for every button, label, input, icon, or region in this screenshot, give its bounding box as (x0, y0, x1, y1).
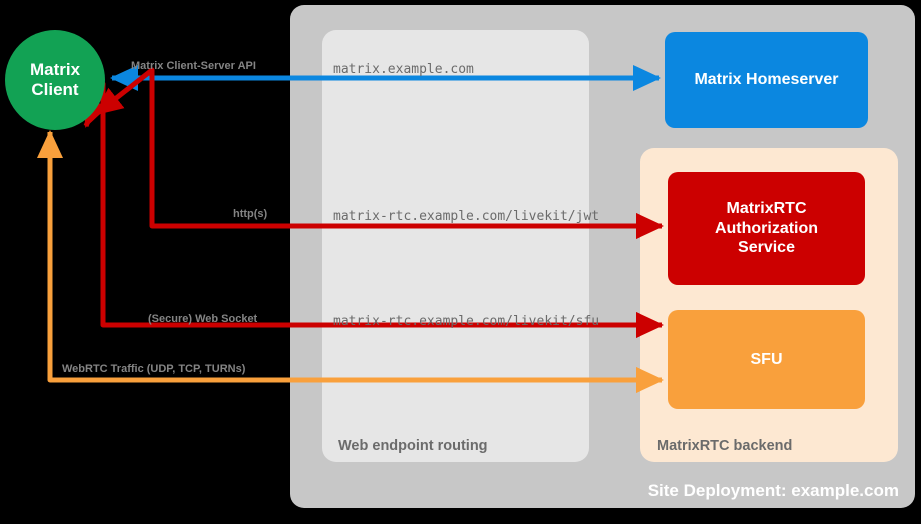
node-matrix-homeserver-label: Matrix Homeserver (694, 71, 839, 89)
edge-label-client-server-api: Matrix Client-Server API (131, 60, 256, 72)
endpoint-matrix-example-com: matrix.example.com (333, 62, 474, 77)
node-matrix-client-line2: Client (31, 80, 79, 99)
node-matrix-client-line1: Matrix (29, 59, 81, 79)
node-auth-line1: MatrixRTC (726, 200, 807, 218)
node-sfu[interactable]: SFU (668, 310, 865, 409)
edge-label-websocket: (Secure) Web Socket (148, 313, 258, 325)
caption-site-deployment: Site Deployment: example.com (647, 481, 899, 500)
endpoint-livekit-sfu: matrix-rtc.example.com/livekit/sfu (333, 314, 600, 329)
edge-label-http: http(s) (233, 208, 268, 220)
node-matrixrtc-authorization-service[interactable]: MatrixRTC Authorization Service (668, 172, 865, 285)
caption-web-endpoint-routing: Web endpoint routing (338, 438, 488, 454)
caption-matrixrtc-backend: MatrixRTC backend (657, 438, 793, 454)
node-matrix-client[interactable]: Matrix Client (5, 30, 105, 130)
edge-webrtc-traffic (37, 129, 665, 393)
edge-label-webrtc-traffic: WebRTC Traffic (UDP, TCP, TURNs) (62, 363, 246, 375)
node-matrix-homeserver[interactable]: Matrix Homeserver (665, 32, 868, 128)
node-auth-line2: Authorization (714, 219, 819, 237)
node-sfu-label: SFU (750, 350, 783, 368)
node-auth-line3: Service (738, 239, 795, 257)
endpoint-livekit-jwt: matrix-rtc.example.com/livekit/jwt (333, 209, 600, 224)
